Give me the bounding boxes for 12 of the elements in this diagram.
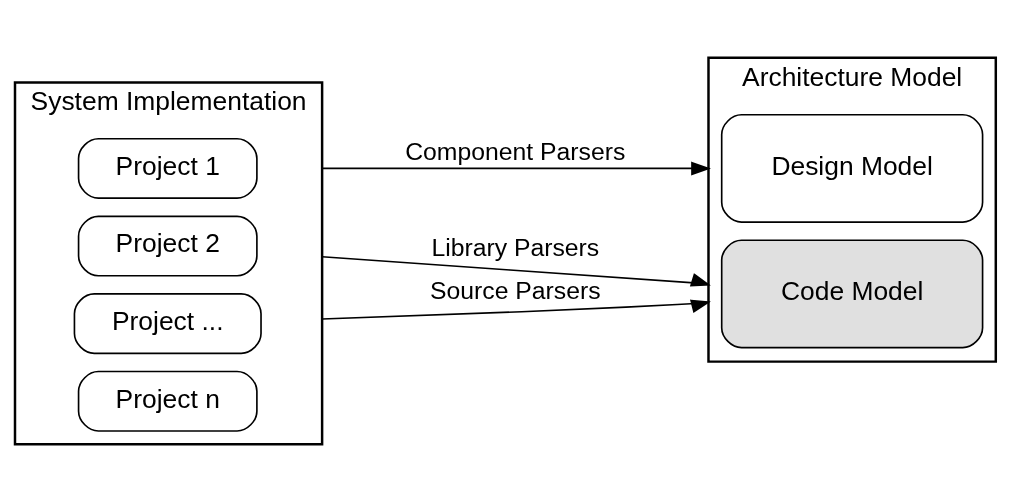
node-box: Design Model	[720, 113, 984, 223]
node-box: Project 1	[77, 137, 258, 199]
node-box: Project 2	[77, 215, 258, 277]
arrow	[321, 161, 711, 175]
edge-label: Source Parsers	[430, 276, 601, 304]
edge-label: Component Parsers	[405, 137, 626, 165]
node-box: Project n	[77, 370, 258, 432]
arrow	[321, 255, 711, 286]
node-box: Project ...	[73, 292, 262, 354]
edge-label: Library Parsers	[431, 233, 600, 261]
arrow	[321, 299, 711, 320]
node-box: Code Model	[720, 238, 984, 348]
